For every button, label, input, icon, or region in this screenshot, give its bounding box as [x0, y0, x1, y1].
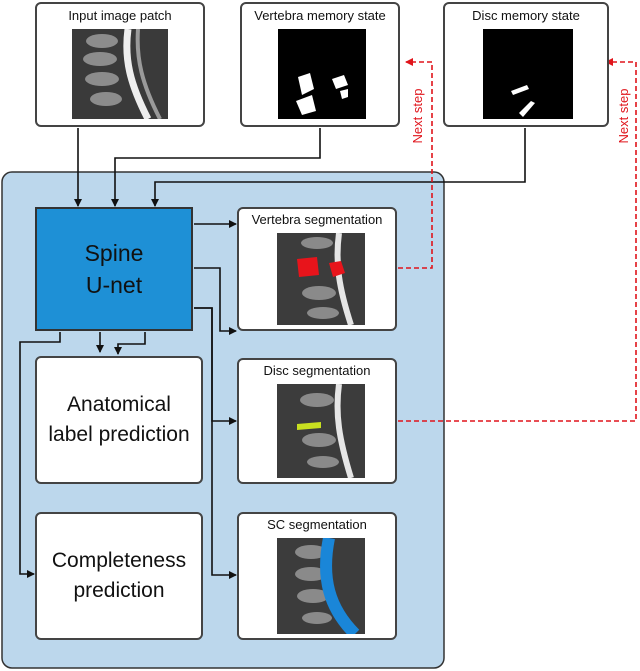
next-step-label-1: Next step	[410, 89, 425, 144]
edge-disc-feedback	[398, 58, 637, 422]
edge-unet-to-sc-seg	[194, 307, 237, 579]
edge-vertebra-memory-to-unet	[111, 128, 321, 207]
disc-memory-image	[483, 29, 573, 119]
anatomical-label-line2: label prediction	[48, 423, 190, 446]
vertebra-memory-label: Vertebra memory state	[254, 8, 386, 23]
edge-unet-to-vertebra-seg-2	[194, 267, 237, 335]
vertebra-memory-node: Vertebra memory state	[240, 2, 400, 127]
completeness-node: Completeness prediction	[35, 512, 203, 640]
disc-memory-node: Disc memory state	[443, 2, 609, 127]
sc-seg-label: SC segmentation	[267, 517, 367, 532]
sc-seg-node: SC segmentation	[237, 512, 397, 640]
disc-seg-node: Disc segmentation	[237, 358, 397, 484]
edge-disc-memory-to-unet	[151, 128, 526, 207]
input-patch-label: Input image patch	[68, 8, 172, 23]
sc-seg-image	[277, 538, 365, 634]
edge-unet-to-completeness	[19, 332, 61, 578]
unet-label-line1: Spine	[84, 240, 144, 266]
disc-seg-label: Disc segmentation	[263, 363, 371, 378]
edge-unet-to-anatomical-2	[114, 332, 146, 355]
edge-vertebra-feedback	[398, 58, 433, 269]
input-mri-image	[72, 29, 168, 119]
vertebra-seg-node: Vertebra segmentation	[237, 207, 397, 331]
anatomical-label-line1: Anatomical	[67, 393, 171, 416]
input-patch-node: Input image patch	[35, 2, 205, 127]
spine-unet-node: Spine U-net	[35, 207, 193, 331]
disc-memory-label: Disc memory state	[472, 8, 580, 23]
completeness-label-line2: prediction	[73, 579, 165, 602]
next-step-label-2: Next step	[616, 89, 631, 144]
anatomical-node: Anatomical label prediction	[35, 356, 203, 484]
unet-label-line2: U-net	[85, 272, 143, 298]
vertebra-seg-label: Vertebra segmentation	[251, 212, 383, 227]
vertebra-memory-image	[278, 29, 366, 119]
vertebra-seg-image	[277, 233, 365, 325]
completeness-label-line1: Completeness	[51, 549, 187, 572]
disc-seg-image	[277, 384, 365, 478]
